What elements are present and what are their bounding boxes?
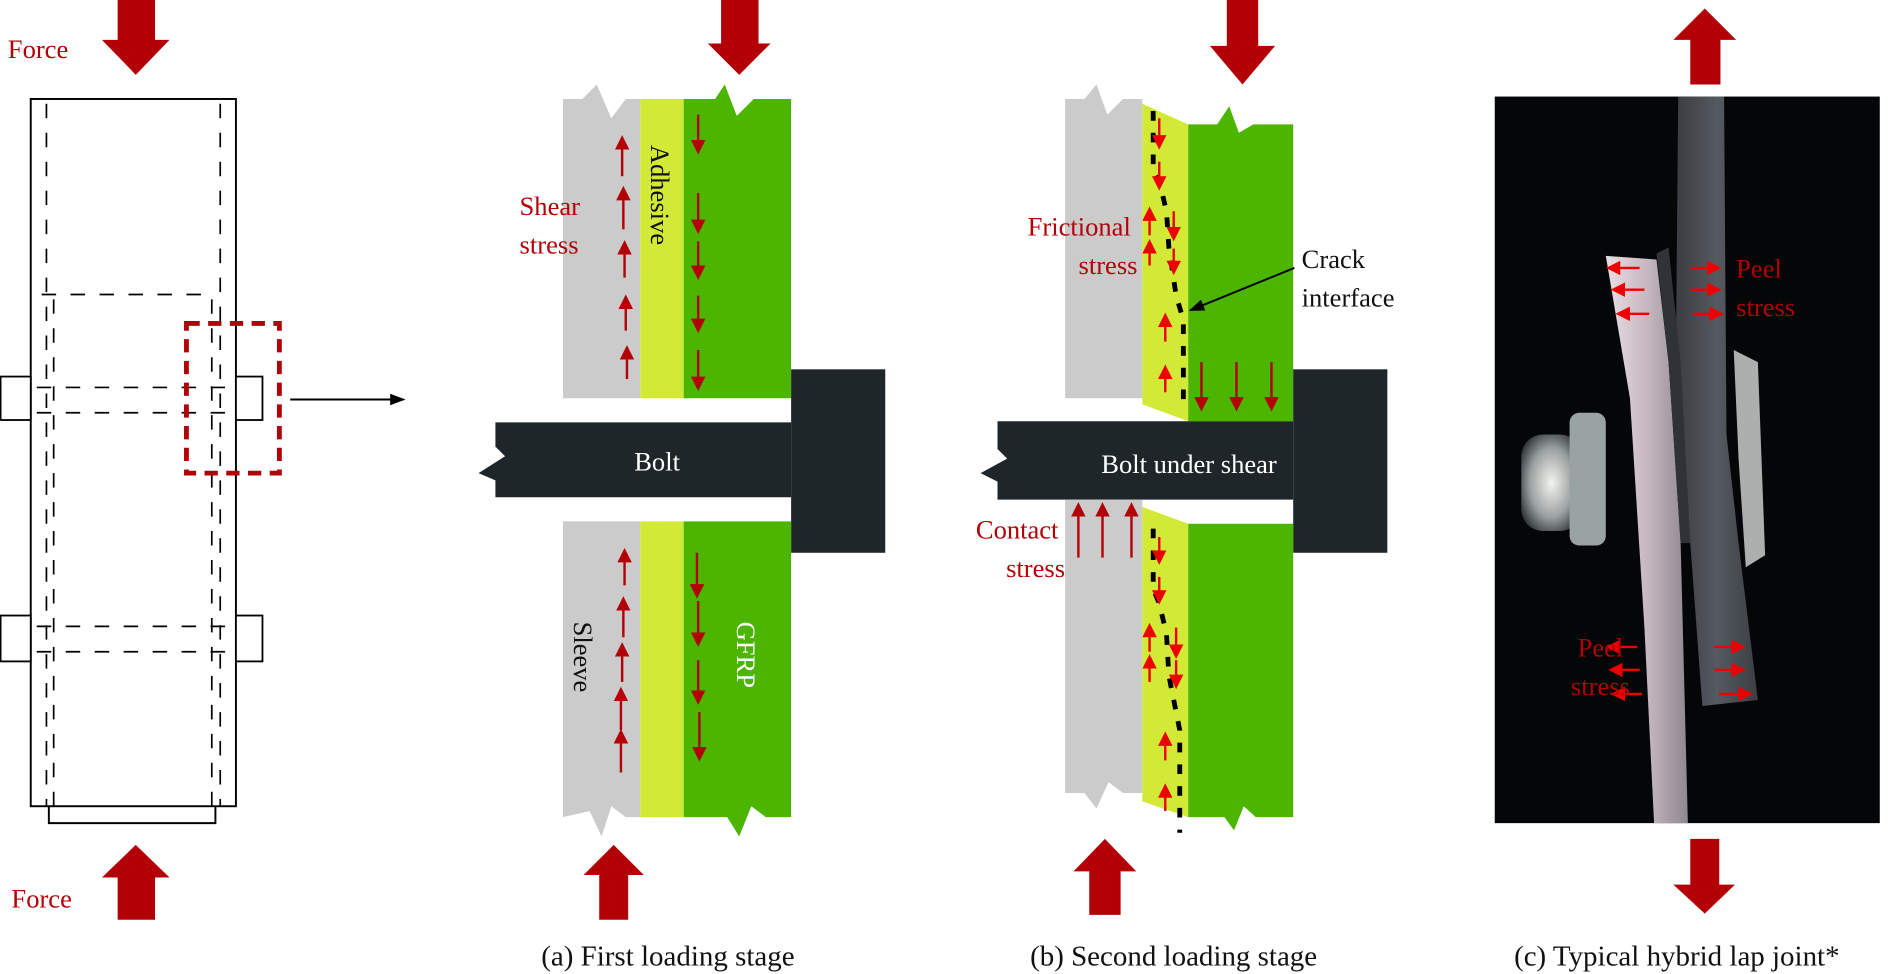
bolt-head: [1293, 369, 1388, 553]
gfrp-upper: [1188, 106, 1294, 422]
gfrp-lower: [683, 521, 792, 837]
sleeve-upper: [1065, 84, 1143, 399]
force-arrow-down-icon: [1209, 0, 1276, 85]
crack-interface-label: Crack interface: [1302, 244, 1395, 313]
gfrp-lower: [1188, 523, 1294, 831]
sleeve-lower: [1065, 499, 1143, 809]
bolt-under-shear-label: Bolt under shear: [1101, 449, 1277, 479]
adhesive-upper: [640, 98, 684, 399]
force-arrow-up-icon: [583, 844, 644, 920]
detail-highlight-box: [184, 321, 282, 476]
force-arrow-up-icon: [101, 844, 170, 920]
frictional-stress-arrows: [1142, 118, 1181, 393]
contact-stress-arrows-gfrp: [1194, 362, 1279, 412]
peel-stress-arrows-top: [1605, 260, 1725, 322]
bolt-tab-left-lower: [0, 614, 32, 663]
panel-c-caption: (c) Typical hybrid lap joint*: [1514, 941, 1840, 973]
contact-stress-arrows-sleeve: [1071, 502, 1139, 558]
panel-a-caption: (a) First loading stage: [541, 941, 794, 973]
panel-first-loading-stage: Shear stress Adhesive Bolt Sleeve GFRP (…: [478, 0, 886, 973]
adhesive-lower: [1142, 506, 1189, 818]
panel-typical-hybrid-lap-joint: Peel stress Peel stress (c) Typical hybr…: [1494, 8, 1880, 973]
bolt-tab-right-upper: [235, 375, 264, 421]
force-arrow-up-icon: [1673, 8, 1737, 85]
sleeve-label: Sleeve: [568, 622, 598, 693]
shear-stress-label: Shear stress: [520, 191, 587, 260]
bolt-shank: [980, 421, 1294, 500]
crack-pointer-arrow-icon: [1188, 267, 1295, 312]
crack-interface-line-lower: [1150, 528, 1183, 833]
bolt-tab-left-upper: [0, 375, 32, 421]
bolt-head: [791, 369, 886, 553]
frictional-stress-arrows-lower: [1142, 537, 1184, 812]
contact-stress-label: Contact stress: [976, 514, 1065, 583]
bolt-label: Bolt: [634, 447, 680, 477]
panel-b-caption: (b) Second loading stage: [1030, 941, 1317, 973]
peel-stress-label-top: Peel stress: [1736, 254, 1795, 323]
panel-second-loading-stage: Frictional stress Crack interface Bolt u…: [976, 0, 1395, 973]
peel-stress-label-bottom: Peel stress: [1571, 633, 1630, 702]
bolt-tab-right-lower: [235, 614, 264, 663]
bolt-shank: [478, 422, 792, 498]
force-label-top: Force: [8, 34, 68, 64]
force-arrow-down-icon: [1673, 838, 1735, 914]
joint-schematic: Force Force: [0, 0, 406, 920]
shear-stress-arrows: [614, 114, 706, 392]
inner-tube-bottom-edge: [47, 806, 217, 825]
joint-photo: [1494, 96, 1880, 824]
hidden-lines: [36, 103, 236, 807]
peel-stress-arrows-bottom: [1605, 639, 1754, 702]
force-arrow-up-icon: [1073, 838, 1137, 915]
force-arrow-down-icon: [707, 0, 771, 75]
force-arrow-down-icon: [101, 0, 170, 75]
shear-stress-arrows-lower: [613, 547, 707, 773]
force-label-bottom: Force: [11, 884, 71, 914]
gfrp-label: GFRP: [731, 622, 761, 688]
adhesive-label: Adhesive: [645, 145, 675, 245]
outer-tube: [29, 98, 237, 808]
adhesive-lower: [640, 521, 684, 818]
frictional-stress-label: Frictional stress: [1028, 211, 1138, 280]
gfrp-upper: [683, 84, 792, 399]
